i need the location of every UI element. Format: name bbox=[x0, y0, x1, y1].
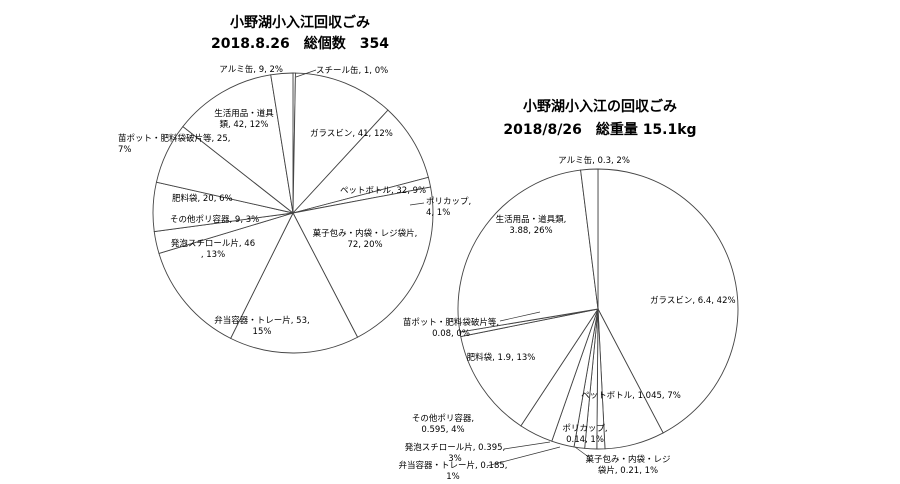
chart1-label-菓子包み・内袋・レジ袋片: 菓子包み・内袋・レジ袋片,72, 20% bbox=[313, 228, 418, 250]
chart2-label-その他ポリ容器: その他ポリ容器,0.595, 4% bbox=[412, 413, 474, 435]
chart2-label-生活用品・道具類: 生活用品・道具類,3.88, 26% bbox=[496, 214, 567, 236]
chart2-label-苗ポット・肥料袋破片等: 苗ポット・肥料袋破片等,0.08, 0% bbox=[403, 317, 499, 339]
chart2-leader-4 bbox=[486, 446, 561, 467]
chart1-label-弁当容器・トレー片: 弁当容器・トレー片, 53,15% bbox=[214, 315, 309, 337]
chart2-subtitle: 2018/8/26 総重量 15.1kg bbox=[503, 121, 696, 138]
chart2-label-ペットボトル: ペットボトル, 1.045, 7% bbox=[581, 391, 681, 401]
chart1-slice-4 bbox=[292, 186, 434, 338]
chart1-label-アルミ缶: アルミ缶, 9, 2% bbox=[219, 64, 283, 75]
chart1-slice-5 bbox=[230, 212, 359, 354]
chart2-leader-3 bbox=[574, 446, 591, 459]
chart1-slice-11 bbox=[270, 72, 294, 214]
chart1-slice-6 bbox=[158, 212, 294, 339]
chart2-slice-10 bbox=[580, 168, 599, 310]
chart1-slice-1 bbox=[292, 72, 389, 215]
chart1-label-苗ポット・肥料袋破片等: 苗ポット・肥料袋破片等, 25,7% bbox=[118, 133, 230, 155]
chart2-slice-9 bbox=[457, 169, 599, 333]
chart2-label-弁当容器・トレー片: 弁当容器・トレー片, 0.185,1% bbox=[399, 460, 508, 482]
chart2-pie: ガラスビン, 6.4, 42% ペットボトル, 1.045, 7% ポリカップ,0.… bbox=[399, 155, 739, 482]
chart2-label-ガラスビン: ガラスビン, 6.4, 42% bbox=[650, 295, 736, 306]
chart1-pie: スチール缶, 1, 0% ガラスビン, 41, 12% ペットボトル, 32, 9%… bbox=[118, 64, 471, 354]
chart2-label-菓子包み・内袋・レジ袋片: 菓子包み・内袋・レジ袋片, 0.21, 1% bbox=[585, 454, 670, 476]
chart1-label-その他ポリ容器: その他ポリ容器, 9, 3% bbox=[170, 214, 259, 225]
chart1-label-ポリカップ: ポリカップ,4, 1% bbox=[426, 197, 471, 218]
chart1-leader-3 bbox=[409, 202, 425, 206]
chart1-leader-0 bbox=[295, 69, 317, 78]
chart2-slice-7 bbox=[460, 308, 599, 427]
chart2-label-発泡スチロール片: 発泡スチロール片, 0.395,3% bbox=[405, 442, 505, 464]
chart2-label-アルミ缶: アルミ缶, 0.3, 2% bbox=[558, 155, 630, 166]
chart1-label-発泡スチロール片: 発泡スチロール片, 46, 13% bbox=[171, 238, 255, 260]
chart1-label-ペットボトル: ペットボトル, 32, 9% bbox=[340, 186, 426, 196]
chart2-leader-5 bbox=[503, 441, 551, 450]
chart1-label-肥料袋: 肥料袋, 20, 6% bbox=[172, 193, 233, 204]
chart2-leader-8 bbox=[499, 311, 541, 322]
chart1-slice-2 bbox=[291, 109, 429, 214]
chart2-title: 小野湖小入江の回収ごみ bbox=[523, 98, 677, 115]
chart1-title: 小野湖小入江回収ごみ bbox=[230, 14, 370, 31]
chart1-label-ガラスビン: ガラスビン, 41, 12% bbox=[310, 128, 393, 139]
chart1-label-生活用品・道具類: 生活用品・道具類, 42, 12% bbox=[214, 108, 274, 130]
chart1-label-スチール缶: スチール缶, 1, 0% bbox=[316, 65, 388, 76]
chart2-label-ポリカップ: ポリカップ,0.14, 1% bbox=[562, 424, 607, 445]
chart1-subtitle: 2018.8.26 総個数 354 bbox=[211, 35, 389, 52]
chart2-slice-0 bbox=[597, 168, 739, 434]
chart2-label-肥料袋: 肥料袋, 1.9, 13% bbox=[467, 352, 536, 363]
chart1-slice-10 bbox=[182, 74, 294, 215]
